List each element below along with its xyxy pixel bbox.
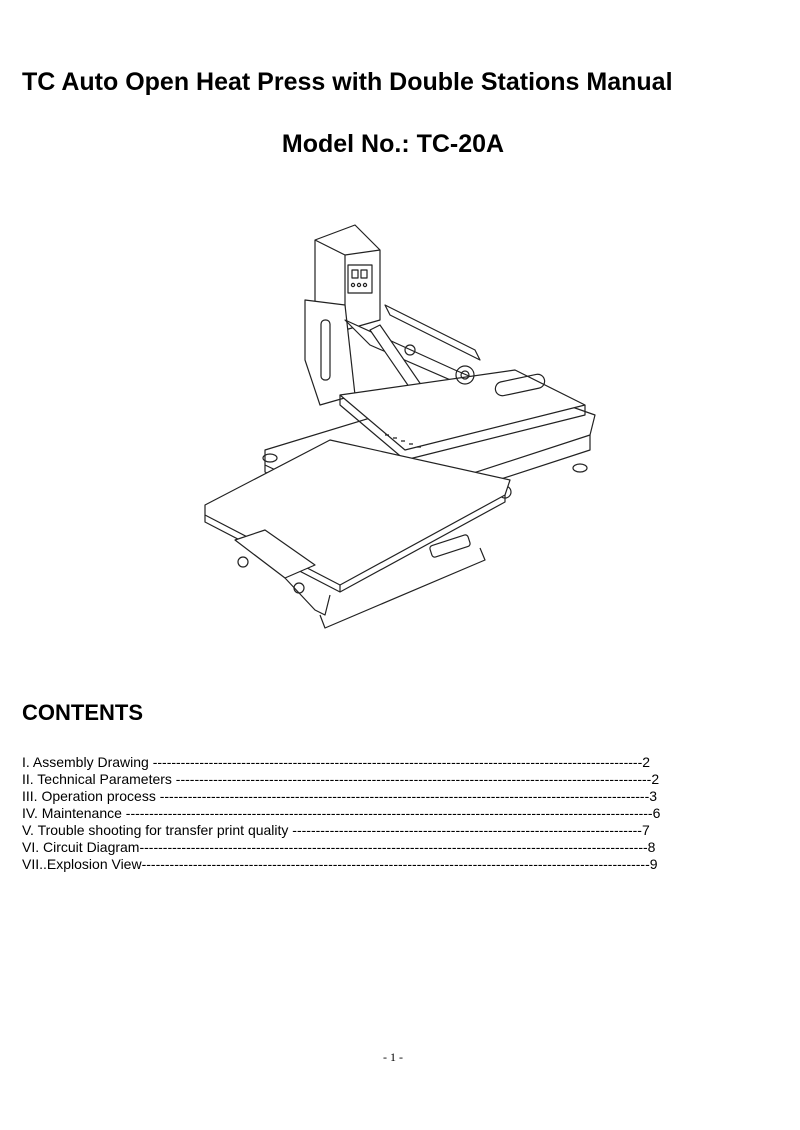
heat-press-machine-icon — [204, 224, 596, 629]
toc-entry-circuit-diagram: VI. Circuit Diagram---------------------… — [22, 839, 656, 855]
model-number: Model No.: TC-20A — [281, 130, 505, 158]
toc-entry-operation-process: III. Operation process -----------------… — [22, 788, 658, 804]
toc-entry-assembly-drawing: I. Assembly Drawing --------------------… — [22, 754, 651, 770]
page-number: - 1 - — [383, 1050, 403, 1064]
toc-entry-trouble-shooting: V. Trouble shooting for transfer print q… — [22, 822, 650, 838]
document-title: TC Auto Open Heat Press with Double Stat… — [22, 68, 673, 96]
heat-press-illustration — [195, 210, 610, 635]
table-of-contents: I. Assembly Drawing --------------------… — [22, 754, 660, 873]
contents-heading: CONTENTS — [22, 700, 143, 725]
toc-entry-technical-parameters: II. Technical Parameters ---------------… — [22, 771, 660, 787]
toc-entry-maintenance: IV. Maintenance ------------------------… — [22, 805, 661, 821]
toc-entry-explosion-view: VII..Explosion View---------------------… — [22, 856, 658, 872]
